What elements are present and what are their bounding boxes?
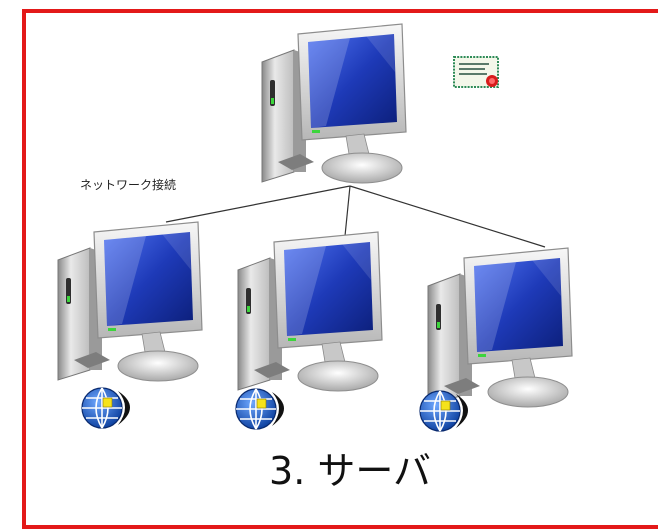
server-computer-icon: [261, 23, 407, 184]
network-diagram: [57, 23, 573, 432]
globe-eye-icon: [81, 387, 131, 429]
client-computer-icon: [57, 221, 203, 382]
globe-eye-icon: [235, 388, 285, 430]
certificate-icon: [453, 56, 499, 88]
network-connection-label: ネットワーク接続: [80, 178, 177, 192]
globe-eye-icon: [419, 390, 469, 432]
client-computer-icon: [427, 247, 573, 408]
client-computer-icon: [237, 231, 383, 392]
slide-caption: 3. サーバ: [269, 449, 431, 493]
network-links: [165, 185, 546, 248]
